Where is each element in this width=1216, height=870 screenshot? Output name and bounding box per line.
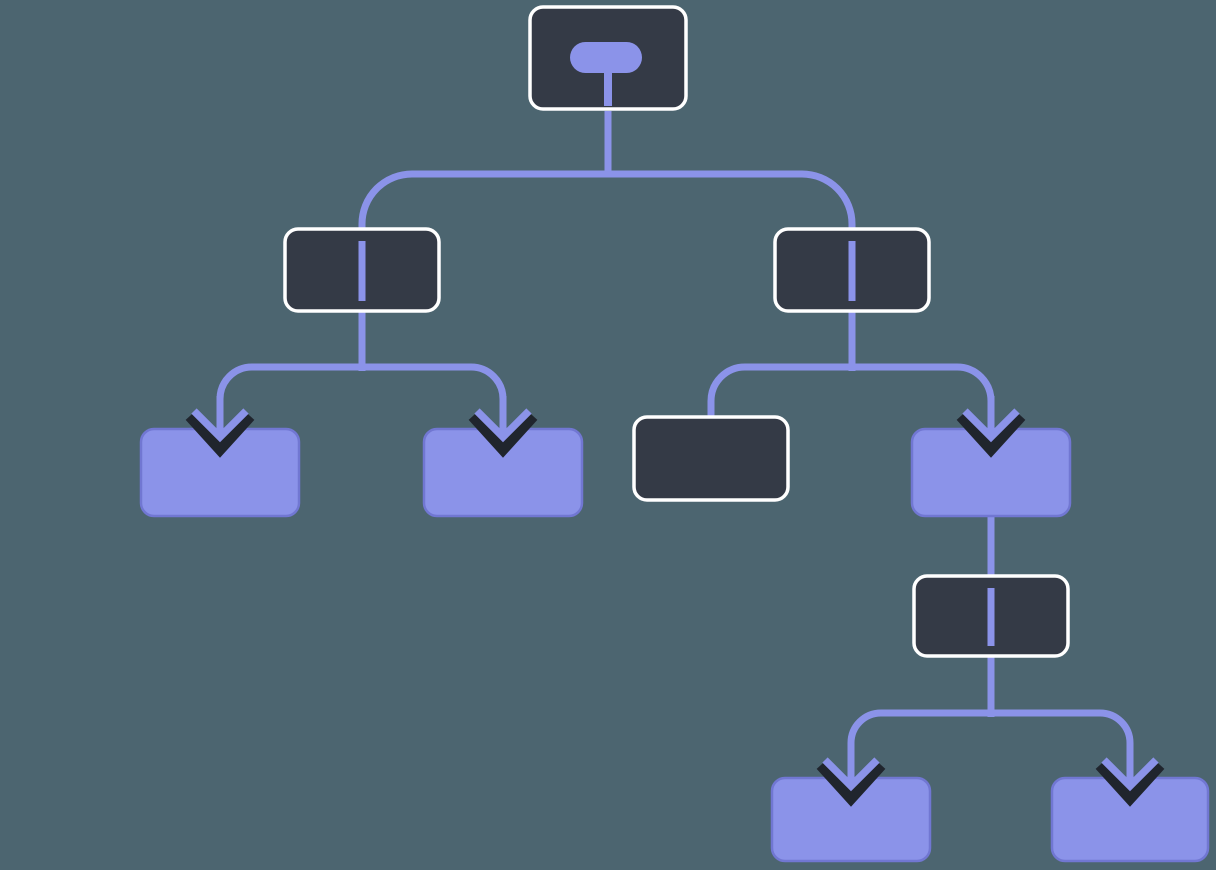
empty-node[interactable] bbox=[632, 415, 790, 502]
diagram-nodes bbox=[139, 5, 1210, 863]
leaf-1-arrowhead-icon bbox=[191, 408, 249, 443]
leaf-3-chevron-icon bbox=[956, 410, 1026, 458]
leaf-2-arrowhead-icon bbox=[474, 408, 532, 443]
edge-split-root bbox=[358, 170, 856, 233]
edge-split-right bbox=[707, 363, 995, 421]
leaf-5-chevron-icon bbox=[1095, 759, 1165, 807]
leaf-4-chevron-icon bbox=[816, 759, 886, 807]
leaf-1-chevron-icon bbox=[185, 410, 255, 458]
connector-edges bbox=[216, 111, 1134, 763]
edge-split-lower bbox=[847, 709, 1134, 763]
leaf-4-arrowhead-icon bbox=[822, 757, 880, 792]
arrowheads bbox=[185, 396, 1165, 807]
tree-root-pill-icon bbox=[570, 42, 642, 73]
leaf-3-arrowhead-icon bbox=[962, 408, 1020, 443]
leaf-5-arrowhead-icon bbox=[1101, 757, 1159, 792]
edge-split-left bbox=[216, 363, 507, 414]
leaf-2-chevron-icon bbox=[468, 410, 538, 458]
node-icons bbox=[358, 42, 995, 646]
